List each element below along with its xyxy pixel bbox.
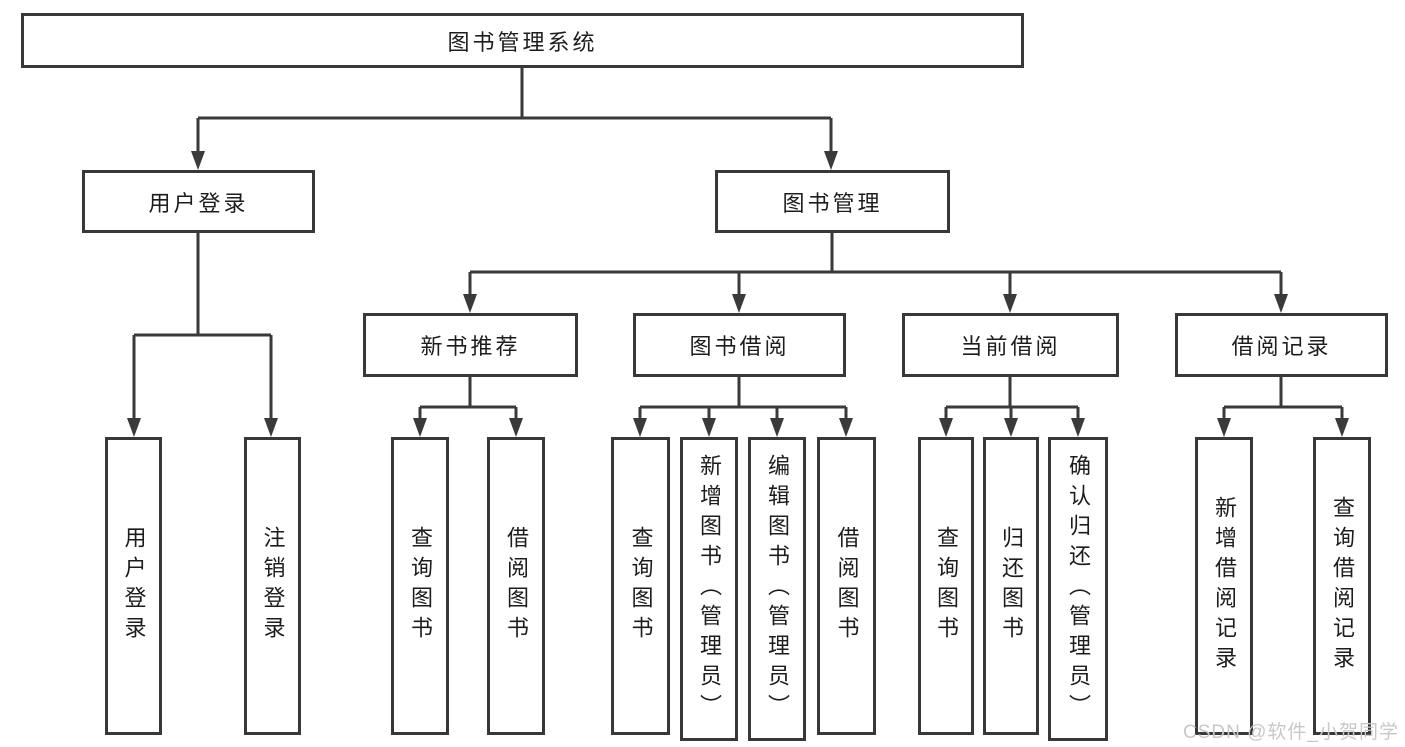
node-book-borrowing: 图书借阅: [633, 313, 846, 377]
leaf-label: 借阅图书: [504, 526, 529, 646]
node-current-borrowing: 当前借阅: [902, 313, 1119, 377]
leaf-query-books-current: 查询图书: [918, 437, 974, 735]
node-label: 图书借阅: [689, 334, 790, 359]
leaf-query-borrow-record: 查询借阅记录: [1313, 437, 1371, 735]
leaf-borrow-books: 借阅图书: [487, 437, 545, 735]
leaf-label: 确认归还（管理员）: [1066, 454, 1091, 724]
leaf-label: 归还图书: [999, 526, 1024, 646]
node-label: 新书推荐: [420, 334, 521, 359]
node-library-management-system: 图书管理系统: [21, 13, 1024, 68]
node-new-book-recommend: 新书推荐: [363, 313, 578, 377]
leaf-confirm-return-admin: 确认归还（管理员）: [1048, 437, 1108, 741]
leaf-query-books: 查询图书: [391, 437, 449, 735]
node-label: 当前借阅: [960, 334, 1061, 359]
node-borrowing-records: 借阅记录: [1175, 313, 1388, 377]
leaf-query-books-borrow: 查询图书: [611, 437, 670, 735]
leaf-label: 用户登录: [121, 526, 147, 646]
leaf-label: 查询图书: [934, 526, 959, 646]
leaf-label: 编辑图书（管理员）: [765, 454, 790, 724]
leaf-label: 借阅图书: [834, 526, 860, 646]
node-label: 图书管理系统: [447, 29, 598, 55]
leaf-borrow-books-2: 借阅图书: [817, 437, 876, 735]
csdn-watermark: CSDN @软件_小贺同学: [1183, 722, 1399, 743]
leaf-return-book: 归还图书: [983, 437, 1039, 735]
node-label: 图书管理: [782, 190, 883, 216]
leaf-label: 查询图书: [408, 526, 433, 646]
node-book-management: 图书管理: [715, 170, 950, 233]
leaf-label: 注销登录: [260, 526, 286, 646]
leaf-label: 新增借阅记录: [1212, 496, 1237, 676]
leaf-add-borrow-record: 新增借阅记录: [1195, 437, 1253, 735]
leaf-logout: 注销登录: [244, 437, 301, 735]
leaf-label: 查询借阅记录: [1330, 496, 1355, 676]
leaf-add-book-admin: 新增图书（管理员）: [680, 437, 738, 741]
leaf-label: 新增图书（管理员）: [697, 454, 722, 724]
leaf-user-login: 用户登录: [105, 437, 162, 735]
leaf-edit-book-admin: 编辑图书（管理员）: [748, 437, 806, 741]
node-label: 借阅记录: [1231, 334, 1332, 359]
leaf-label: 查询图书: [628, 526, 654, 646]
node-label: 用户登录: [148, 190, 249, 216]
node-user-login: 用户登录: [82, 170, 315, 233]
